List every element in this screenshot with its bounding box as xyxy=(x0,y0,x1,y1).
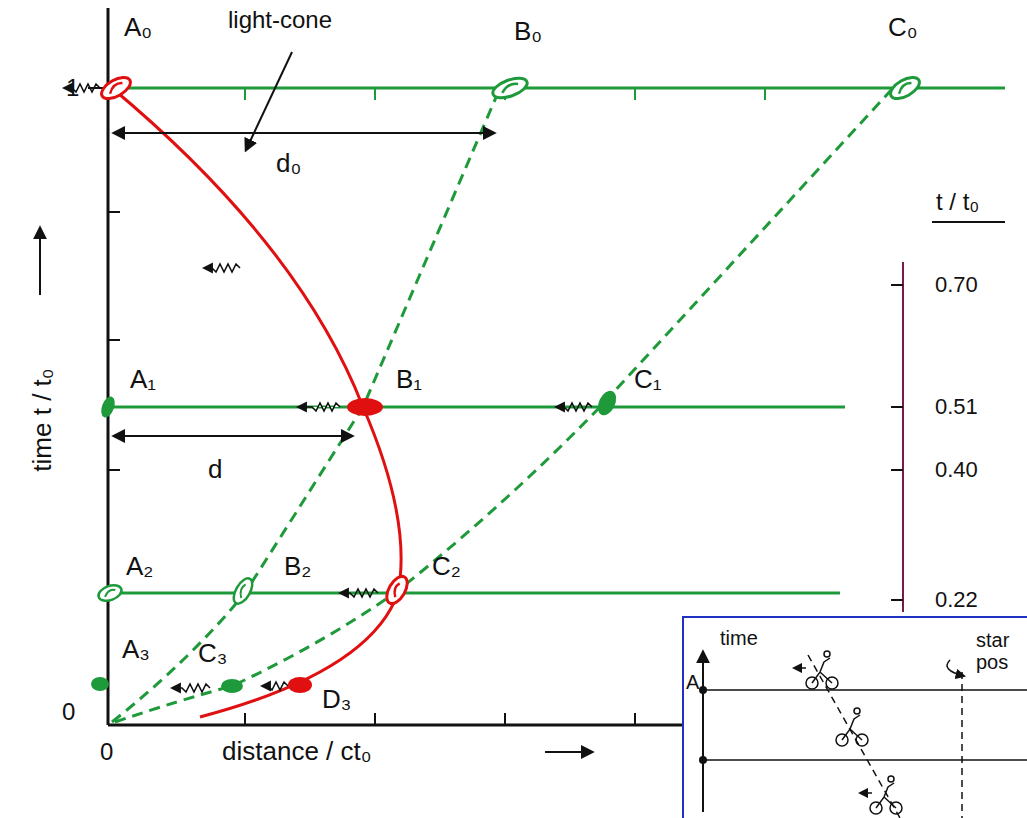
axis-title: time t / t₀ xyxy=(29,368,55,471)
axis-tick xyxy=(634,713,636,725)
axis-tick xyxy=(108,211,120,213)
galaxy-spiral xyxy=(98,73,134,103)
time-slice xyxy=(108,592,840,595)
galaxy-dot xyxy=(91,677,109,691)
inset-dot xyxy=(699,686,707,694)
galaxy-label: C₁ xyxy=(634,366,662,392)
scale-number: 0.51 xyxy=(935,396,978,418)
axis-tick xyxy=(244,713,246,725)
cyclist-icon xyxy=(806,651,838,689)
galaxy-spiral xyxy=(887,73,923,103)
galaxy-label: A₃ xyxy=(122,636,150,662)
scale-number: 0.22 xyxy=(935,589,978,611)
axis-tick xyxy=(374,713,376,725)
dimension-label: d₀ xyxy=(276,150,301,176)
galaxy-dot xyxy=(99,395,118,420)
scale-line xyxy=(902,262,904,612)
galaxy-label: A₁ xyxy=(130,366,156,392)
inset-dashed xyxy=(808,655,900,818)
slice-tick xyxy=(764,88,766,100)
inset-axis xyxy=(702,652,704,812)
cyclist-icon xyxy=(870,776,902,814)
inset-arrow xyxy=(794,667,806,669)
inset-dot xyxy=(699,756,707,764)
galaxy-label: C₂ xyxy=(432,553,461,579)
galaxy-spiral xyxy=(383,573,412,607)
time-axis xyxy=(107,8,110,725)
galaxy-dot xyxy=(347,398,383,416)
axis-tick xyxy=(108,469,120,471)
inset-label: A xyxy=(686,672,699,692)
scale-tick xyxy=(891,406,903,408)
axis-number: 0 xyxy=(62,700,75,724)
galaxy-label: A₂ xyxy=(126,553,153,579)
scale-tick xyxy=(891,469,903,471)
slice-tick xyxy=(374,88,376,100)
slice-tick xyxy=(634,88,636,100)
inset-leader xyxy=(947,660,964,676)
axis-tick xyxy=(108,339,120,341)
axis-number: 0 xyxy=(100,740,113,764)
axis-tick xyxy=(504,713,506,725)
scale-tick xyxy=(891,284,903,286)
galaxy-spiral xyxy=(96,582,123,603)
axis-number: 1 xyxy=(66,76,79,100)
inset-label: pos xyxy=(976,652,1008,672)
photon-arrow xyxy=(204,264,240,272)
scale-number: 0.70 xyxy=(935,274,978,296)
time-slice xyxy=(108,87,1005,90)
axis-title: distance / ct₀ xyxy=(222,738,372,764)
galaxy-label: B₁ xyxy=(396,366,422,392)
galaxy-label: B₂ xyxy=(284,553,311,579)
photon-arrow xyxy=(556,403,592,411)
galaxy-dot xyxy=(594,388,619,418)
galaxy-spiral xyxy=(230,575,256,606)
leader-arrow xyxy=(246,52,292,150)
scale-tick xyxy=(891,599,903,601)
photon-arrow xyxy=(340,589,378,597)
axis-arrow xyxy=(39,228,41,295)
worldline-b xyxy=(112,88,500,722)
galaxy-label: C₃ xyxy=(198,640,227,666)
inset-arrow xyxy=(860,792,872,794)
galaxy-dot xyxy=(288,677,312,693)
galaxy-label: B₀ xyxy=(514,18,542,44)
galaxy-label: D₃ xyxy=(322,686,351,712)
light-cone-curve xyxy=(112,88,401,717)
inset-frame xyxy=(683,617,1027,818)
galaxy-spiral xyxy=(490,74,529,101)
photon-arrow xyxy=(298,403,340,411)
galaxy-label: C₀ xyxy=(888,14,918,40)
photon-arrow xyxy=(172,684,210,692)
scale-number: 0.40 xyxy=(935,459,978,481)
dimension-arrow xyxy=(114,132,494,134)
inset-line xyxy=(703,759,1027,761)
galaxy-label: A₀ xyxy=(124,14,152,40)
scale-heading: t / t₀ xyxy=(936,190,979,214)
dimension-label: d xyxy=(208,456,222,482)
time-slice xyxy=(108,406,845,409)
heading-underline xyxy=(932,221,1005,223)
callout-label: light-cone xyxy=(228,8,332,32)
axis-arrow xyxy=(545,751,592,753)
photon-arrow xyxy=(262,682,288,690)
slice-tick xyxy=(244,88,246,100)
cyclist-icon xyxy=(836,708,868,746)
inset-label: time xyxy=(720,628,758,648)
dimension-arrow xyxy=(114,435,352,437)
galaxy-dot xyxy=(221,679,243,693)
inset-label: star xyxy=(976,630,1009,650)
distance-axis xyxy=(108,724,700,727)
inset-dashed xyxy=(961,672,963,818)
inset-line xyxy=(703,689,1027,691)
